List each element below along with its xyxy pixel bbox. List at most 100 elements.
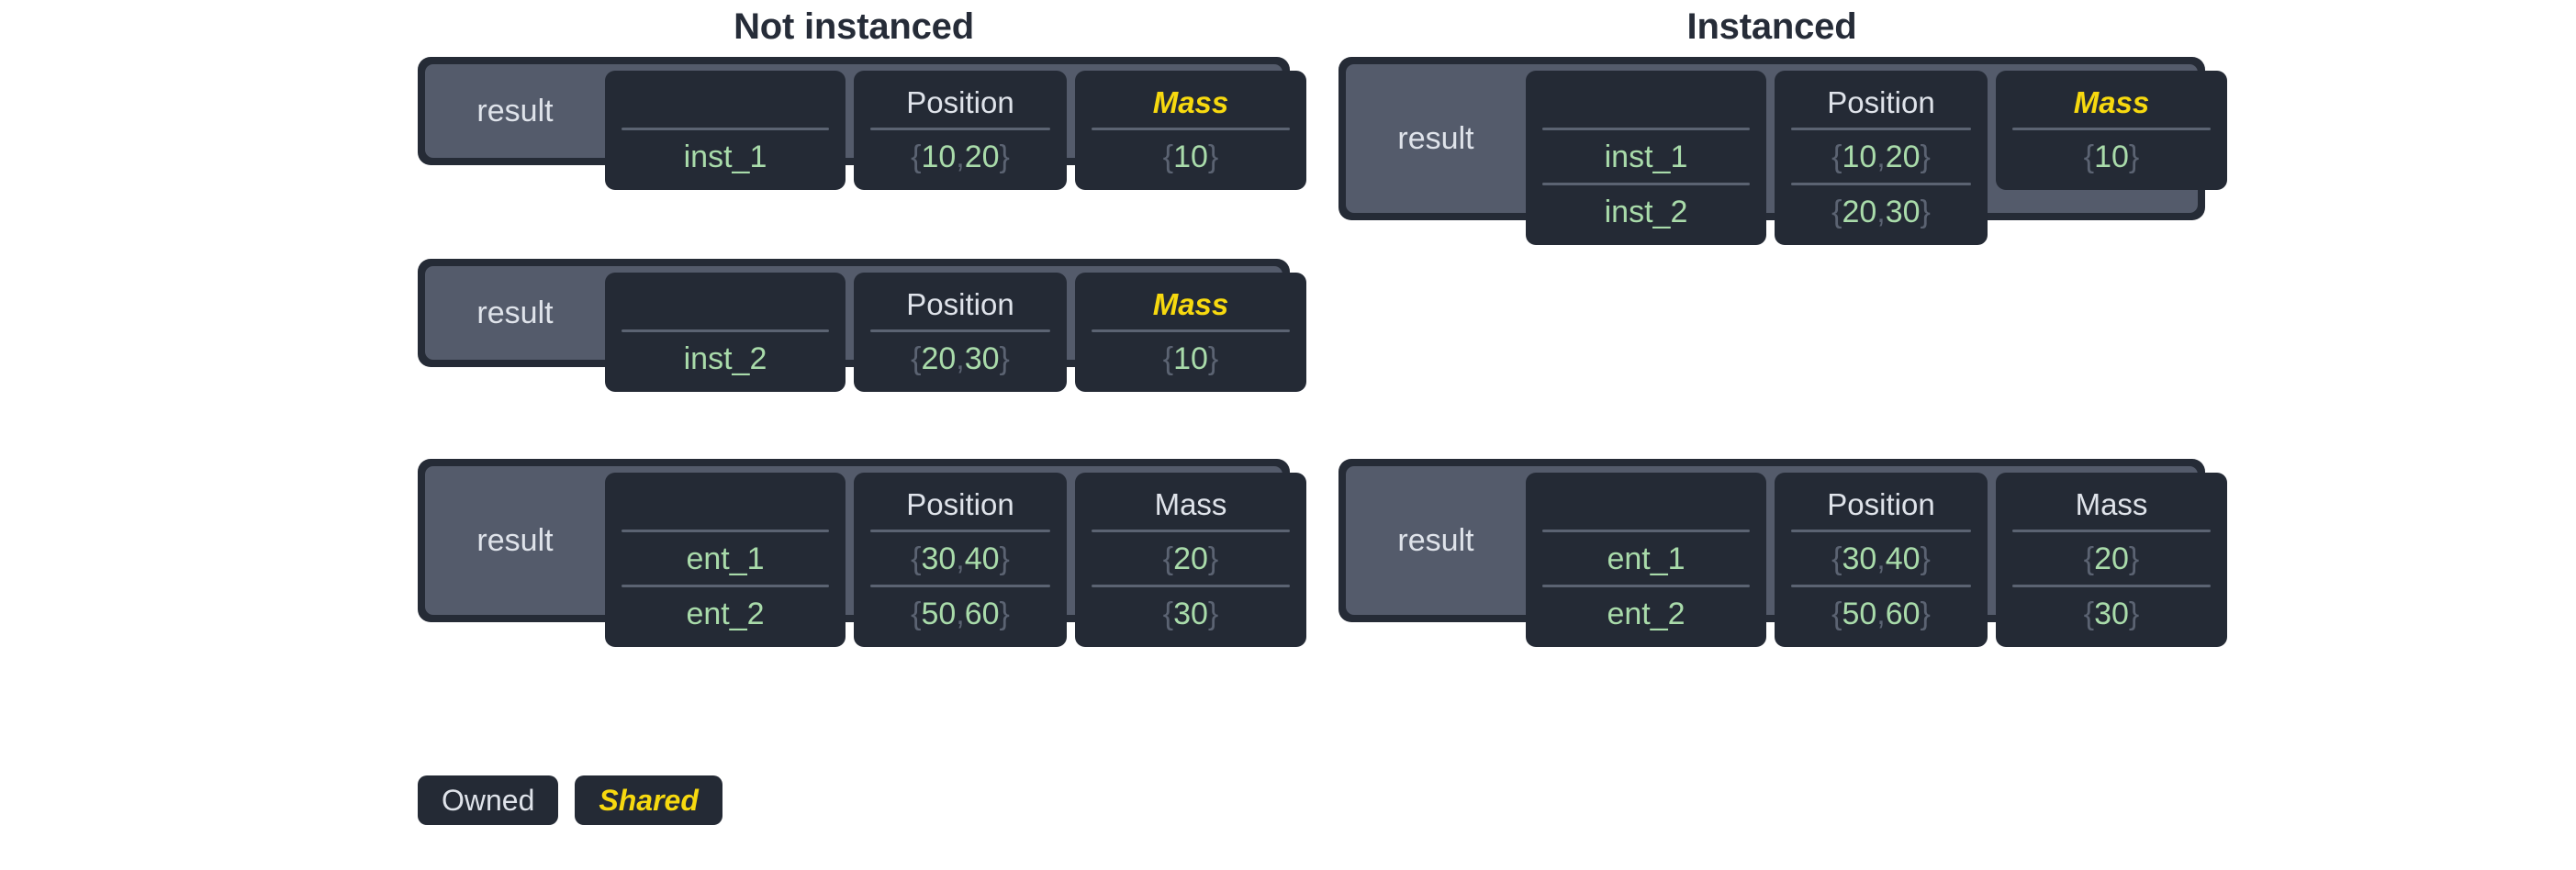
column-panel-name: inst_1 inst_2	[1526, 71, 1766, 245]
column-panel-mass: Mass {10}	[1996, 71, 2227, 190]
cell-name: ent_1	[686, 541, 765, 576]
row-divider	[1791, 183, 1971, 185]
row-divider	[1542, 128, 1750, 130]
card-body: result inst_1 Position {10, 20} Mass {10}	[425, 64, 1306, 190]
columns-group: ent_1 ent_2 Position {30, 40} {50, 60} Mass {2…	[605, 473, 1306, 647]
column-header-position: Position	[1827, 486, 1935, 521]
legend-chip-shared: Shared	[575, 775, 722, 825]
row-divider	[1092, 128, 1290, 130]
row-divider	[622, 530, 829, 532]
card-body: result ent_1 ent_2 Position {30, 40} {50, 60…	[425, 466, 1306, 647]
result-card: result ent_1 ent_2 Position {30, 40} {50, 60…	[418, 459, 1306, 647]
column-header-mass: Mass	[1154, 486, 1227, 521]
row-divider	[622, 329, 829, 332]
row-divider	[870, 329, 1050, 332]
result-card: result inst_1 inst_2 Position {10, 20} {20, …	[1338, 57, 2227, 245]
cell-mass: {20}	[1162, 541, 1219, 576]
columns-group: inst_1 Position {10, 20} Mass {10}	[605, 71, 1306, 190]
column-panel-position: Position {30, 40} {50, 60}	[1775, 473, 1988, 647]
row-divider	[1791, 585, 1971, 587]
cell-name: ent_1	[1607, 541, 1686, 576]
row-divider	[1542, 585, 1750, 587]
column-header-mass: Mass	[2073, 84, 2150, 119]
result-label: result	[476, 94, 554, 128]
row-divider	[1791, 128, 1971, 130]
row-divider	[2012, 585, 2211, 587]
row-divider	[870, 530, 1050, 532]
column-header-mass: Mass	[2075, 486, 2148, 521]
result-card: result inst_1 Position {10, 20} Mass {10}	[418, 57, 1306, 190]
cell-position: {20, 30}	[911, 340, 1010, 376]
cell-name: inst_1	[683, 139, 767, 174]
legend: Owned Shared	[418, 775, 722, 825]
card-body: result inst_2 Position {20, 30} Mass {10}	[425, 266, 1306, 392]
row-divider	[2012, 530, 2211, 532]
row-divider	[1542, 530, 1750, 532]
cell-position: {50, 60}	[911, 596, 1010, 631]
row-divider	[1092, 530, 1290, 532]
column-panel-mass: Mass {20} {30}	[1075, 473, 1306, 647]
column-title-not-instanced: Not instanced	[734, 6, 974, 47]
cell-mass: {10}	[2083, 139, 2140, 174]
cell-position: {20, 30}	[1831, 194, 1931, 229]
row-divider	[622, 585, 829, 587]
columns-group: inst_2 Position {20, 30} Mass {10}	[605, 273, 1306, 392]
row-divider	[622, 128, 829, 130]
row-divider	[1092, 329, 1290, 332]
column-header-position: Position	[1827, 84, 1935, 119]
result-label: result	[476, 523, 554, 558]
cell-position: {30, 40}	[911, 541, 1010, 576]
cell-mass: {10}	[1162, 139, 1219, 174]
cell-position: {30, 40}	[1831, 541, 1931, 576]
columns-group: inst_1 inst_2 Position {10, 20} {20, 30} Mass…	[1526, 71, 2227, 245]
cell-name: inst_2	[683, 340, 767, 376]
cell-mass: {10}	[1162, 340, 1219, 376]
legend-chip-owned: Owned	[418, 775, 559, 825]
cell-position: {10, 20}	[911, 139, 1010, 174]
column-header-name	[605, 478, 846, 530]
row-divider	[870, 128, 1050, 130]
cell-name: inst_1	[1604, 139, 1688, 174]
cell-mass: {20}	[2083, 541, 2140, 576]
column-panel-position: Position {30, 40} {50, 60}	[854, 473, 1067, 647]
column-header-mass: Mass	[1152, 286, 1229, 321]
cell-name: inst_2	[1604, 194, 1688, 229]
column-panel-position: Position {10, 20} {20, 30}	[1775, 71, 1988, 245]
result-label: result	[476, 296, 554, 330]
column-panel-mass: Mass {10}	[1075, 71, 1306, 190]
column-header-name	[605, 278, 846, 329]
column-header-position: Position	[906, 84, 1014, 119]
column-panel-mass: Mass {10}	[1075, 273, 1306, 392]
column-panel-position: Position {10, 20}	[854, 71, 1067, 190]
cell-mass: {30}	[2083, 596, 2140, 631]
column-title-instanced: Instanced	[1686, 6, 1857, 47]
column-header-name	[605, 76, 846, 128]
card-body: result inst_1 inst_2 Position {10, 20} {20, …	[1346, 64, 2227, 245]
column-header-name	[1526, 76, 1766, 128]
result-label: result	[1397, 523, 1474, 558]
row-divider	[1542, 183, 1750, 185]
column-header-position: Position	[906, 286, 1014, 321]
column-panel-position: Position {20, 30}	[854, 273, 1067, 392]
column-header-name	[1526, 478, 1766, 530]
column-panel-name: inst_2	[605, 273, 846, 392]
cell-position: {10, 20}	[1831, 139, 1931, 174]
column-header-position: Position	[906, 486, 1014, 521]
cell-mass: {30}	[1162, 596, 1219, 631]
column-panel-name: inst_1	[605, 71, 846, 190]
column-header-mass: Mass	[1152, 84, 1229, 119]
cell-name: ent_2	[686, 596, 765, 631]
row-divider	[870, 585, 1050, 587]
row-divider	[1791, 530, 1971, 532]
column-panel-name: ent_1 ent_2	[605, 473, 846, 647]
result-card: result inst_2 Position {20, 30} Mass {10}	[418, 259, 1306, 392]
cell-position: {50, 60}	[1831, 596, 1931, 631]
row-divider	[2012, 128, 2211, 130]
column-panel-mass: Mass {20} {30}	[1996, 473, 2227, 647]
result-label: result	[1397, 121, 1474, 156]
